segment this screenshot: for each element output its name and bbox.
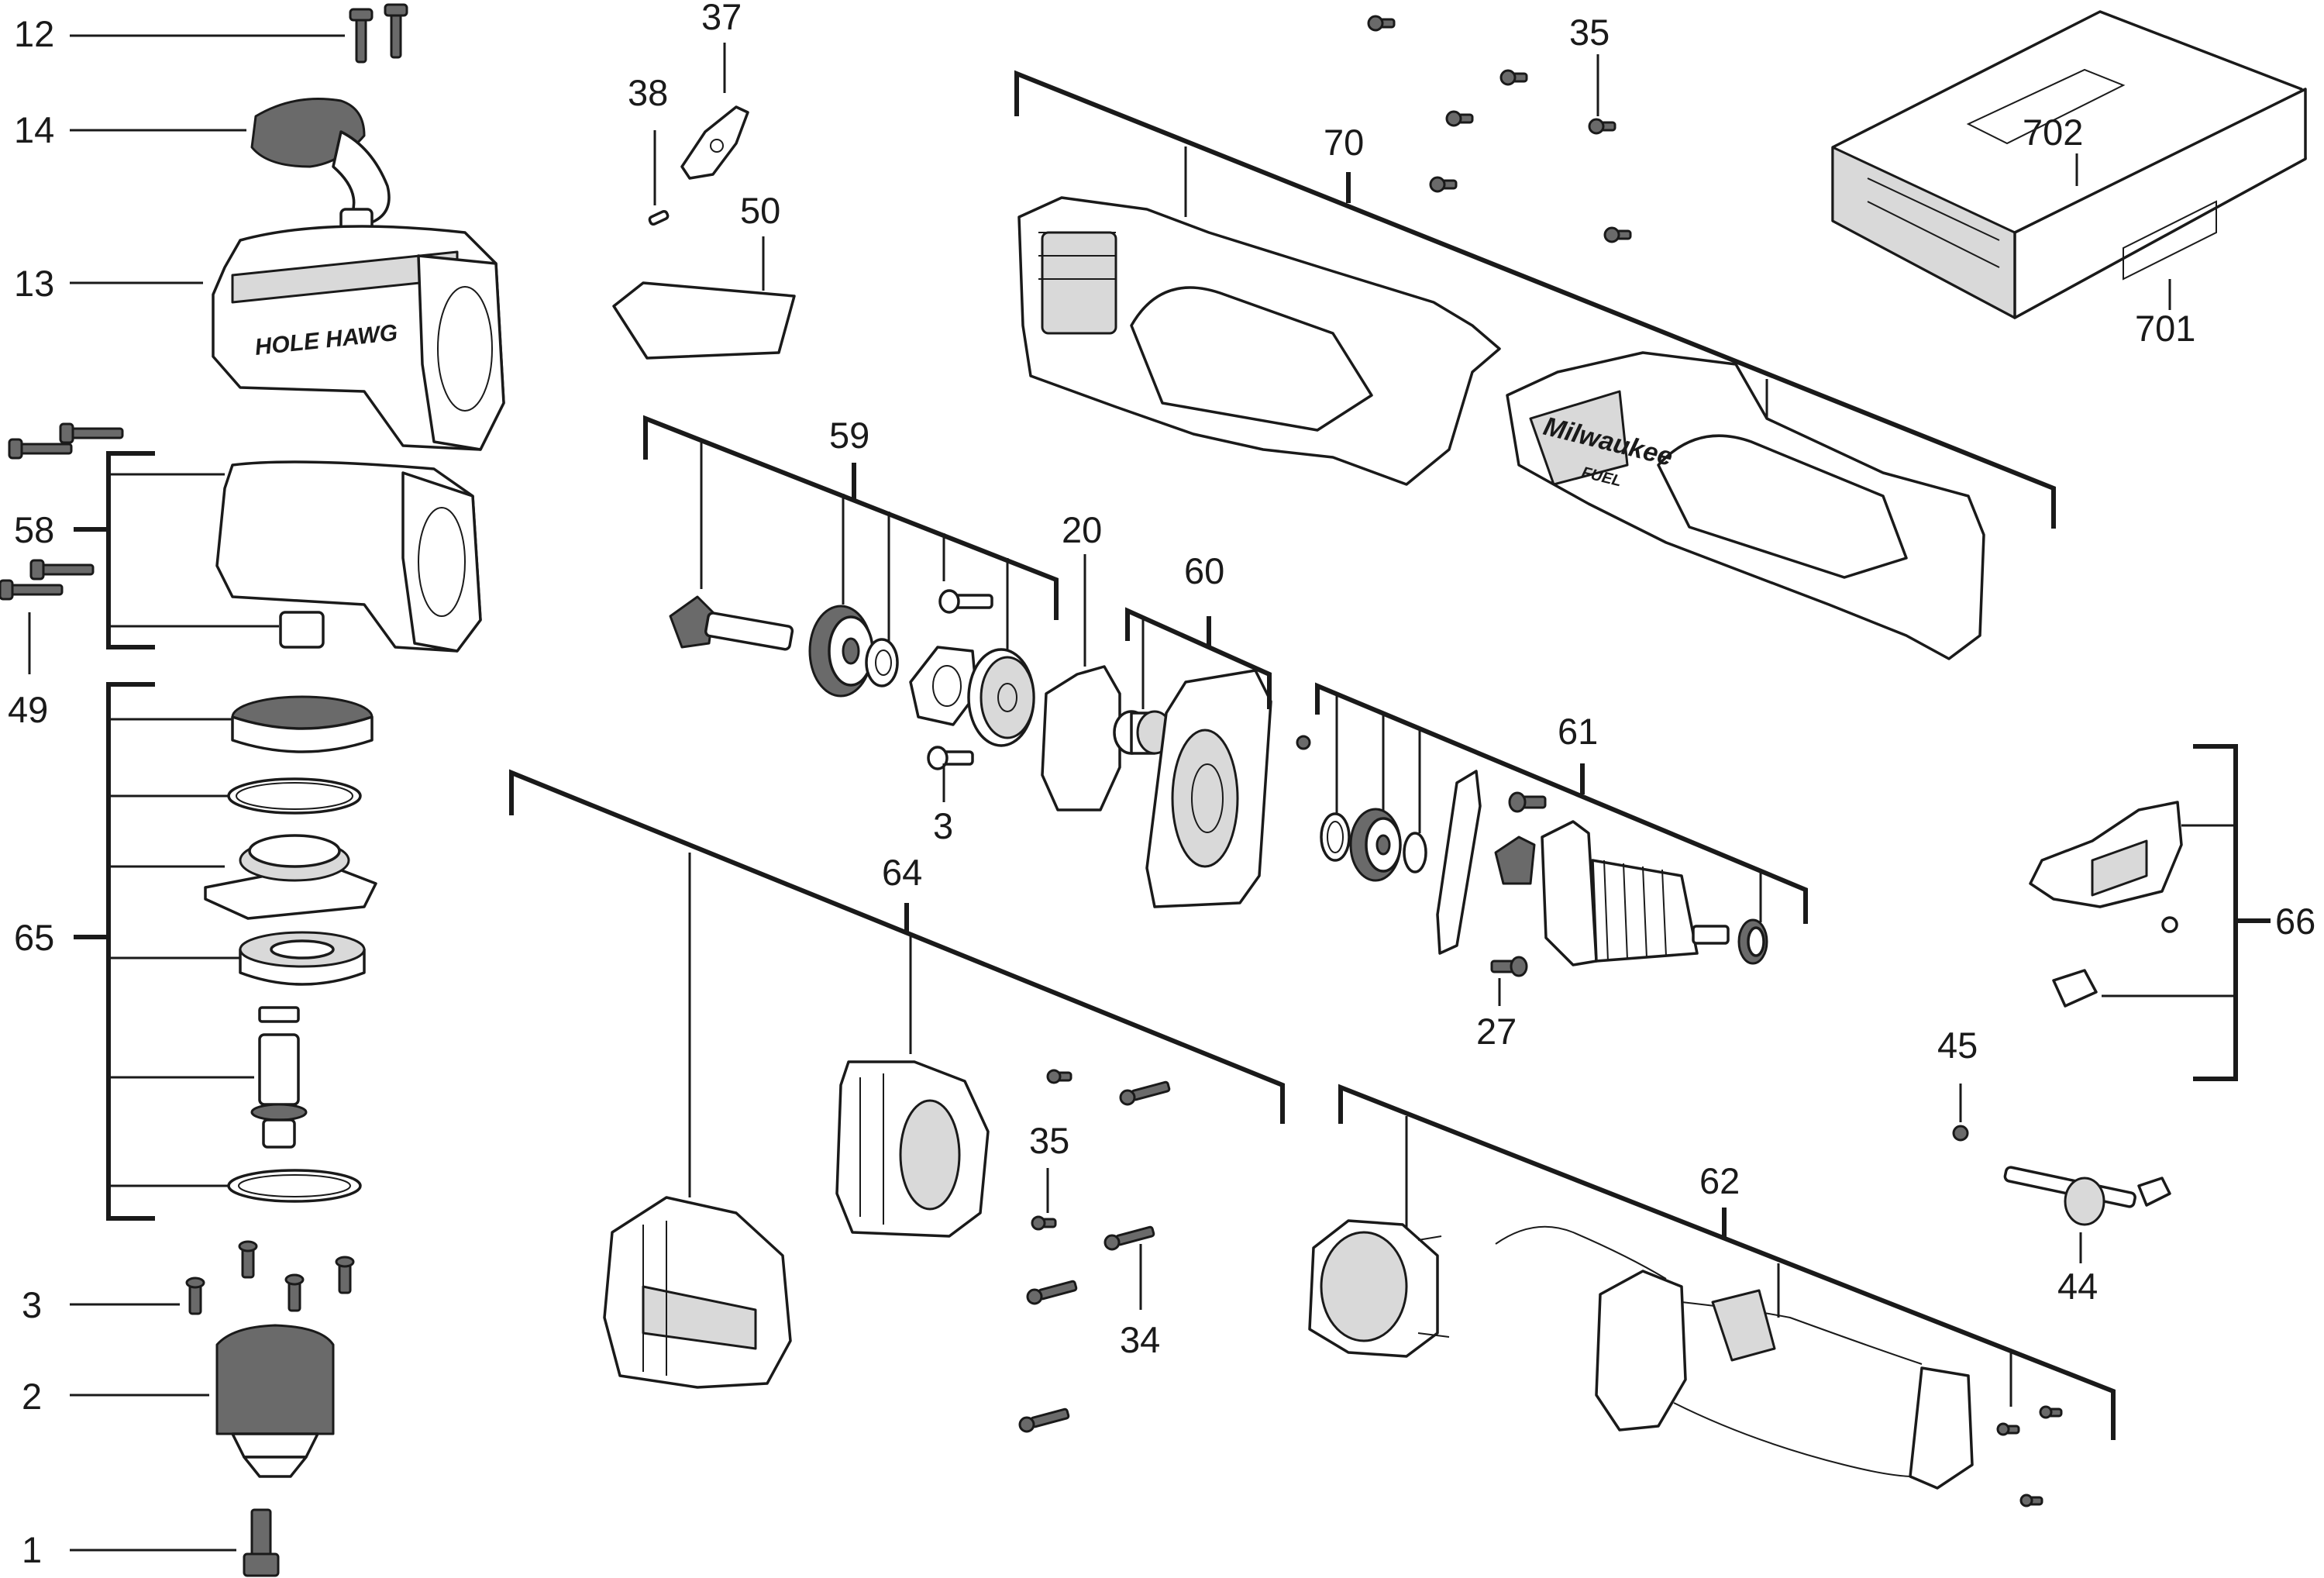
bracket-61	[1315, 682, 1808, 924]
motor-housing-part	[603, 1196, 792, 1389]
side-handle-14-part	[250, 98, 391, 234]
motor-bracket-60-part	[1145, 669, 1272, 908]
label-14: 14	[14, 109, 54, 150]
label-60: 60	[1184, 550, 1224, 591]
chuck-key-44-part	[2003, 1166, 2171, 1226]
switch-bracket-66-part	[2029, 801, 2183, 933]
label-50: 50	[740, 190, 780, 231]
label-35-mid: 35	[1029, 1120, 1069, 1161]
o-ring-65-part	[227, 777, 362, 815]
label-702: 702	[2023, 112, 2083, 153]
bearing-59-part	[808, 605, 874, 698]
bracket-66	[2193, 744, 2238, 1081]
bracket-64	[509, 769, 1285, 1124]
handle-half-right-70-part	[1506, 351, 1985, 660]
screw-3b-part	[927, 589, 993, 770]
label-3b: 3	[933, 805, 953, 846]
label-59: 59	[829, 415, 869, 456]
label-701: 701	[2135, 308, 2195, 349]
label-plate-50-part	[612, 281, 796, 360]
bevel-gear-65-part	[231, 695, 374, 753]
gasket-20-part	[1041, 665, 1121, 811]
wiring-harness-62-part	[1495, 1225, 1974, 1490]
bracket-60	[1125, 607, 1272, 709]
screws-27-part	[1490, 791, 1547, 977]
screws-35-mid-part	[1031, 1069, 1072, 1231]
set-screw-61-part	[1296, 735, 1311, 750]
screws-35-top-part	[1367, 15, 1632, 243]
label-1: 1	[22, 1529, 42, 1570]
washer-59-part	[865, 638, 899, 687]
baffle-plate-61-part	[1436, 770, 1482, 955]
nut-45-part	[1952, 1125, 1969, 1142]
label-70: 70	[1324, 122, 1364, 163]
label-66: 66	[2275, 901, 2315, 942]
screws-3-part	[185, 1240, 355, 1315]
label-34: 34	[1120, 1319, 1160, 1360]
bracket-58	[106, 451, 155, 649]
label-49: 49	[8, 689, 48, 730]
spindle-65-part	[250, 1006, 308, 1149]
pinion-shaft-59-part	[669, 595, 794, 651]
stator-62-part	[1308, 1219, 1450, 1358]
label-2: 2	[22, 1376, 42, 1417]
label-27: 27	[1476, 1011, 1517, 1052]
switch-clip-66-part	[2052, 969, 2098, 1008]
label-38: 38	[628, 72, 668, 113]
spur-gear-59-part	[967, 648, 1035, 747]
label-58: 58	[14, 509, 54, 550]
retaining-ring-65-part	[227, 1169, 362, 1203]
bearing-retainer-65-part	[204, 834, 377, 920]
label-45: 45	[1937, 1025, 1978, 1066]
lever-37-part	[680, 105, 749, 180]
bearing-61-part	[1349, 808, 1402, 882]
pin-38-part	[648, 209, 670, 226]
label-65: 65	[14, 917, 54, 958]
end-cap-64-part	[835, 1060, 990, 1238]
label-3a: 3	[22, 1284, 42, 1325]
bracket-65	[106, 682, 155, 1221]
armature-61-part	[1494, 820, 1730, 966]
screws-34-part	[1018, 1080, 1171, 1433]
bushing-60-part	[1113, 710, 1173, 755]
screws-62-part	[1996, 1405, 2063, 1507]
chuck-screw-1-part	[243, 1508, 280, 1577]
label-61: 61	[1558, 711, 1598, 752]
bracket-59	[643, 415, 1059, 620]
label-35-top: 35	[1569, 12, 1610, 53]
label-37: 37	[701, 0, 742, 37]
bearing-65-part	[239, 931, 366, 986]
retainer-plate-59-part	[909, 646, 978, 726]
bracket-62	[1338, 1084, 2116, 1440]
retaining-ring-61-part	[1320, 812, 1351, 862]
handle-half-left-70-part	[1017, 196, 1501, 486]
label-13: 13	[14, 263, 54, 304]
screw-12-part	[349, 3, 408, 64]
bracket-70	[1014, 70, 2056, 529]
label-44: 44	[2057, 1266, 2098, 1307]
gear-case-58-part	[215, 460, 482, 653]
label-62: 62	[1699, 1160, 1740, 1201]
ring-61-part	[1403, 832, 1427, 873]
screw-49-part	[0, 422, 124, 601]
label-20: 20	[1062, 509, 1102, 550]
label-12: 12	[14, 13, 54, 54]
carry-case-701-part	[1831, 10, 2307, 319]
label-64: 64	[882, 852, 922, 893]
chuck-2-part	[215, 1324, 335, 1478]
gear-housing-13-part	[212, 225, 505, 451]
bearing-61b-part	[1737, 918, 1768, 965]
